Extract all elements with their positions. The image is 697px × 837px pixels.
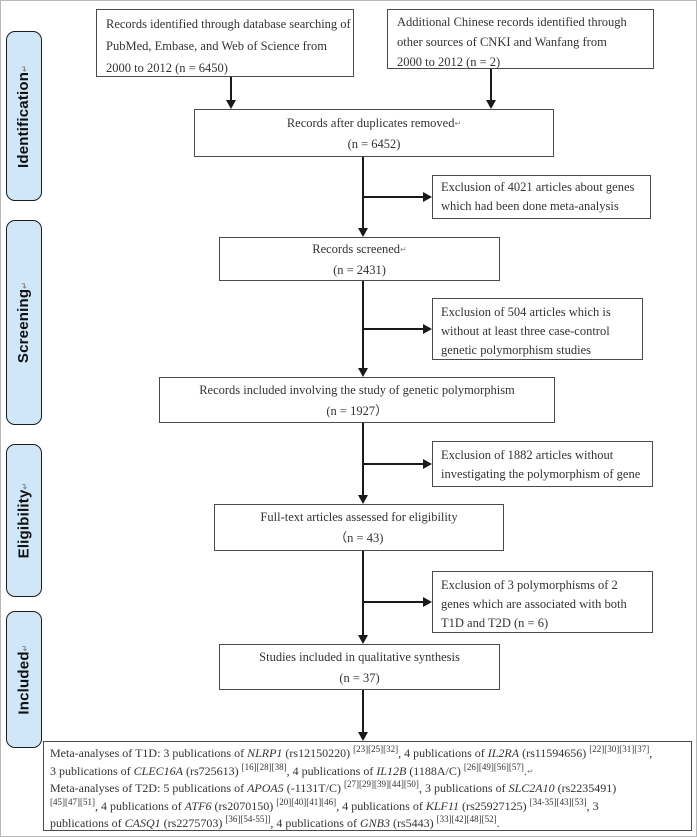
summary-text-line: Meta-analyses of T1D: 3 publications of … (50, 744, 653, 761)
box-text-line: which had been done meta-analysis (441, 199, 619, 213)
arrow-line-dbsearch-to-duplicates (230, 77, 232, 100)
return-mark: ↵ (20, 64, 30, 72)
stage-label-text: Eligibility (15, 489, 33, 559)
arrowhead-down (226, 100, 236, 109)
box-text-line: Exclusion of 1882 articles without (441, 448, 614, 462)
return-mark: ↵ (20, 644, 30, 652)
branch-line-to-exclusion-3 (363, 463, 423, 465)
arrowhead-right (423, 597, 432, 607)
stage-label: Eligibility↵ (16, 483, 33, 559)
return-mark: ↵ (400, 245, 407, 254)
summary-text-line: Meta-analyses of T2D: 5 publications of … (50, 779, 617, 796)
stage-label: Screening↵ (16, 282, 33, 363)
arrow-line-qualitative-to-summary (362, 690, 364, 732)
stage-included: Included↵ (6, 611, 42, 748)
exclusion-box-no-polymorphism: Exclusion of 1882 articles without inves… (432, 441, 653, 487)
box-text: Records after duplicates removed (286, 116, 455, 130)
box-text-line: (n = 1927） (326, 404, 388, 418)
flow-box-qualitative-synthesis: Studies included in qualitative synthesi… (219, 644, 500, 690)
return-mark: ↵ (454, 119, 462, 128)
arrow-line-screened-to-included (362, 281, 364, 368)
box-text-line: 2000 to 2012 (n = 6450) (106, 61, 228, 75)
arrow-line-fulltext-to-qualitative (362, 551, 364, 635)
box-text-line: Records screened↵ (220, 239, 499, 260)
stage-label: Included↵ (16, 644, 33, 714)
arrow-line-chinese-to-duplicates (490, 69, 492, 100)
box-text-line: PubMed, Embase, and Web of Science from (106, 39, 327, 53)
box-text-line: Records identified through database sear… (106, 17, 351, 31)
box-text-line: Exclusion of 504 articles which is (441, 305, 611, 319)
box-text-line: （n = 43) (334, 531, 384, 545)
arrowhead-down (358, 228, 368, 237)
flow-box-database-search: Records identified through database sear… (96, 9, 354, 77)
box-text-line: Exclusion of 4021 articles about genes (441, 180, 635, 194)
box-text-line: investigating the polymorphism of gene (441, 467, 641, 481)
exclusion-box-case-control: Exclusion of 504 articles which is witho… (432, 298, 643, 360)
box-text-line: Exclusion of 3 polymorphisms of 2 (441, 578, 618, 592)
return-mark: ↵ (20, 281, 30, 289)
box-text-line: without at least three case-control (441, 324, 610, 338)
box-text-line: Records after duplicates removed↵ (195, 113, 553, 134)
flow-box-meta-analyses-summary: Meta-analyses of T1D: 3 publications of … (43, 741, 692, 831)
arrowhead-down (486, 100, 496, 109)
box-text-line: 2000 to 2012 (n = 2) (397, 55, 501, 69)
flow-box-records-screened: Records screened↵ (n = 2431) (219, 237, 500, 281)
box-text-line: Full-text articles assessed for eligibil… (260, 510, 458, 524)
summary-text-line: [45][47][51], 4 publications of ATF6 (rs… (50, 796, 599, 813)
exclusion-box-meta-analysis: Exclusion of 4021 articles about genes w… (432, 175, 651, 219)
summary-text-line: publications of CASQ1 (rs2275703) [36][5… (50, 814, 500, 831)
stage-identification: Identification↵ (6, 31, 42, 201)
arrow-line-duplicates-to-screened (362, 157, 364, 228)
exclusion-box-t1d-t2d: Exclusion of 3 polymorphisms of 2 genes … (432, 571, 653, 633)
box-text-line: genetic polymorphism studies (441, 343, 591, 357)
stage-label-text: Screening (15, 288, 33, 364)
flow-box-polymorphism-included: Records included involving the study of … (159, 377, 555, 423)
box-text-line: Additional Chinese records identified th… (397, 15, 627, 29)
arrowhead-down (358, 732, 368, 741)
box-text: Records screened (312, 242, 401, 256)
arrow-line-included-to-fulltext (362, 423, 364, 495)
stage-screening: Screening↵ (6, 220, 42, 425)
stage-label-text: Identification (15, 71, 33, 168)
box-text-line: genes which are associated with both (441, 597, 627, 611)
box-text-line: Records included involving the study of … (199, 383, 515, 397)
stage-label: Identification↵ (16, 64, 33, 167)
branch-line-to-exclusion-4 (363, 601, 423, 603)
arrowhead-right (423, 324, 432, 334)
summary-text-line: 3 publications of CLEC16A (rs725613) [16… (50, 761, 534, 778)
box-text-line: (n = 37) (339, 671, 380, 685)
flow-box-fulltext-assessed: Full-text articles assessed for eligibil… (214, 504, 504, 551)
stage-eligibility: Eligibility↵ (6, 444, 42, 597)
box-text-line: other sources of CNKI and Wanfang from (397, 35, 607, 49)
arrowhead-down (358, 635, 368, 644)
branch-line-to-exclusion-2 (363, 328, 423, 330)
branch-line-to-exclusion-1 (363, 196, 423, 198)
arrowhead-down (358, 368, 368, 377)
arrowhead-right (423, 192, 432, 202)
box-text-line: T1D and T2D (n = 6) (441, 616, 549, 630)
flow-box-chinese-records: Additional Chinese records identified th… (387, 9, 654, 69)
box-text-line: Studies included in qualitative synthesi… (259, 650, 460, 664)
arrowhead-down (358, 495, 368, 504)
flow-box-duplicates-removed: Records after duplicates removed↵ (n = 6… (194, 109, 554, 157)
stage-label-text: Included (15, 651, 33, 715)
return-mark: ↵ (20, 482, 30, 490)
box-text-line: (n = 6452) (347, 137, 401, 151)
arrowhead-right (423, 459, 432, 469)
box-text-line: (n = 2431) (333, 263, 386, 277)
